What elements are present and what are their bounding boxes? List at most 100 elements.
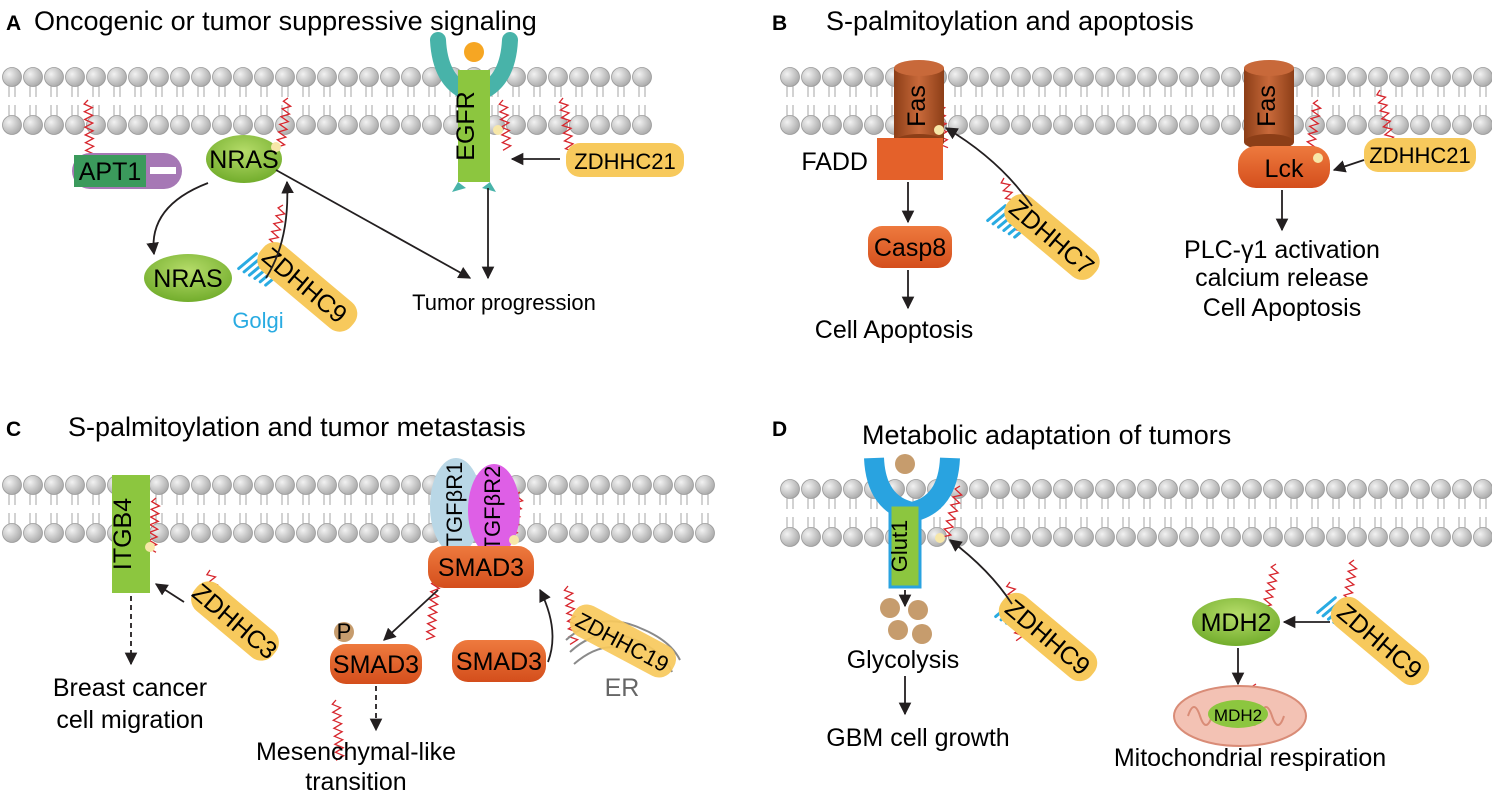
itgb4-label: ITGB4 <box>109 498 137 570</box>
arrow <box>146 182 209 256</box>
zdhhc7-label: ZDHHC7 <box>1004 194 1100 281</box>
arrow <box>154 583 185 603</box>
smad3-label: SMAD3 <box>456 648 542 676</box>
arrows <box>898 539 1330 716</box>
palmitoyl-chain <box>275 97 293 149</box>
palmitoyl-chain <box>425 579 441 641</box>
outcome-line: calcium release <box>1195 264 1369 292</box>
lck-label: Lck <box>1265 155 1304 183</box>
palmitoyl-chain <box>935 99 949 149</box>
palmitoyl-chain <box>82 99 96 159</box>
panel-letter: B <box>772 12 787 35</box>
tgfbr1-label: TGFβR1 <box>442 462 467 547</box>
smad3-label: SMAD3 <box>438 554 524 582</box>
lipid-bilayer <box>2 475 715 543</box>
smad3-label: SMAD3 <box>333 651 419 679</box>
outcome-label: Cell Apoptosis <box>815 316 973 344</box>
nras-label: NRAS <box>209 146 278 174</box>
fas-label: Fas <box>903 85 931 127</box>
palmitoyl-chain <box>941 485 964 538</box>
outcome-line: PLC-γ1 activation <box>1184 236 1380 264</box>
zdhhc7-enzyme: ZDHHC7 <box>986 194 1100 281</box>
nras-cytosol: NRAS <box>144 254 232 302</box>
zdhhc21-enzyme: ZDHHC21 <box>566 143 684 177</box>
arrow <box>383 589 439 641</box>
outcome-line: Breast cancer <box>53 674 207 702</box>
mdh2-enzyme: MDH2 <box>1192 598 1280 646</box>
zdhhc3-enzyme: ZDHHC3 <box>187 578 283 665</box>
arrow <box>944 127 1033 207</box>
zdhhc9-label: ZDHHC9 <box>1332 598 1428 685</box>
panel-b: B S-palmitoylation and apoptosis Fas FAD… <box>772 6 1476 344</box>
glut1-label: Glut1 <box>887 520 912 573</box>
er-label: ER <box>605 674 640 702</box>
smad3-receptor-bound: SMAD3 <box>428 546 534 588</box>
apt1-enzyme: APT1 <box>72 153 182 189</box>
panel-letter: D <box>772 418 787 441</box>
casp8-protein: Casp8 <box>868 226 952 268</box>
palmitoyl-chain <box>498 99 513 151</box>
arrow <box>275 169 472 279</box>
outcome-line: Cell Apoptosis <box>1203 294 1361 322</box>
zdhhc21-enzyme: ZDHHC21 <box>1364 138 1476 172</box>
zdhhc3-label: ZDHHC3 <box>187 578 283 665</box>
zdhhc19-enzyme: ZDHHC19 ER <box>565 604 681 702</box>
palmitoyl-chain <box>1305 99 1323 151</box>
panel-title: Metabolic adaptation of tumors <box>862 420 1231 450</box>
zdhhc9-label: ZDHHC9 <box>1000 594 1096 681</box>
fas-label: Fas <box>1253 85 1281 127</box>
apt1-label: APT1 <box>79 158 142 186</box>
outcome-label: Tumor progression <box>412 290 596 315</box>
outcome-line: Mesenchymal-like <box>256 738 456 766</box>
lipid-bilayer <box>2 67 652 135</box>
panel-title: S-palmitoylation and tumor metastasis <box>68 412 526 442</box>
palmitoyl-chain <box>507 491 525 542</box>
fadd-label: FADD <box>801 148 868 176</box>
arrow <box>539 588 554 663</box>
arrows <box>124 583 554 732</box>
membranes <box>2 67 1492 547</box>
panel-d: D Metabolic adaptation of tumors Glut1 <box>772 418 1430 772</box>
golgi-label: Golgi <box>232 308 283 333</box>
panel-c: C S-palmitoylation and tumor metastasis … <box>6 412 681 796</box>
lck-kinase: Lck <box>1238 146 1330 188</box>
panel-title: S-palmitoylation and apoptosis <box>826 6 1194 36</box>
tgfbr-complex: TGFβR1 TGFβR2 <box>430 458 520 556</box>
arrow <box>1332 159 1365 173</box>
panel-letter: A <box>6 12 21 35</box>
fas-receptor: Fas <box>894 60 944 150</box>
mdh2-label: MDH2 <box>1201 609 1272 637</box>
smad3-phosphorylated: P SMAD3 <box>330 619 422 684</box>
tgfbr2-label: TGFβR2 <box>480 466 505 551</box>
smad3-cytosolic: SMAD3 <box>452 640 546 682</box>
outcome-label: Mitochondrial respiration <box>1114 744 1386 772</box>
arrow <box>948 539 1013 605</box>
fadd-adaptor: FADD <box>801 138 943 180</box>
outcome-label: GBM cell growth <box>826 724 1009 752</box>
outcome-line: cell migration <box>56 706 203 734</box>
nras-label: NRAS <box>153 265 222 293</box>
arrows <box>146 152 560 280</box>
zdhhc9-enzyme: ZDHHC9 <box>1316 596 1430 686</box>
glucose-molecules <box>880 598 932 644</box>
panel-title: Oncogenic or tumor suppressive signaling <box>34 6 537 36</box>
zdhhc9-golgi-enzyme: ZDHHC9 Golgi <box>232 242 358 333</box>
zdhhc9-enzyme: ZDHHC9 <box>994 592 1098 682</box>
egfr-label: EGFR <box>452 91 480 160</box>
glycolysis-label: Glycolysis <box>847 646 960 674</box>
egfr-receptor: EGFR <box>430 32 518 192</box>
outcome-line: transition <box>305 768 406 796</box>
zdhhc21-label: ZDHHC21 <box>574 149 675 174</box>
zdhhc21-label: ZDHHC21 <box>1369 143 1470 168</box>
palmitoyl-chain <box>558 97 575 153</box>
mdh2-mito-label: MDH2 <box>1214 706 1262 725</box>
arrow <box>265 180 294 279</box>
fas-receptor: Fas <box>1244 60 1294 150</box>
nras-membrane: NRAS <box>206 135 282 183</box>
panel-a: A Oncogenic or tumor suppressive signali… <box>6 6 684 333</box>
casp8-label: Casp8 <box>874 234 946 262</box>
glut1-transporter: Glut1 <box>864 454 960 589</box>
palmitoyl-chain <box>331 699 346 761</box>
itgb4-integrin: ITGB4 <box>109 475 155 593</box>
